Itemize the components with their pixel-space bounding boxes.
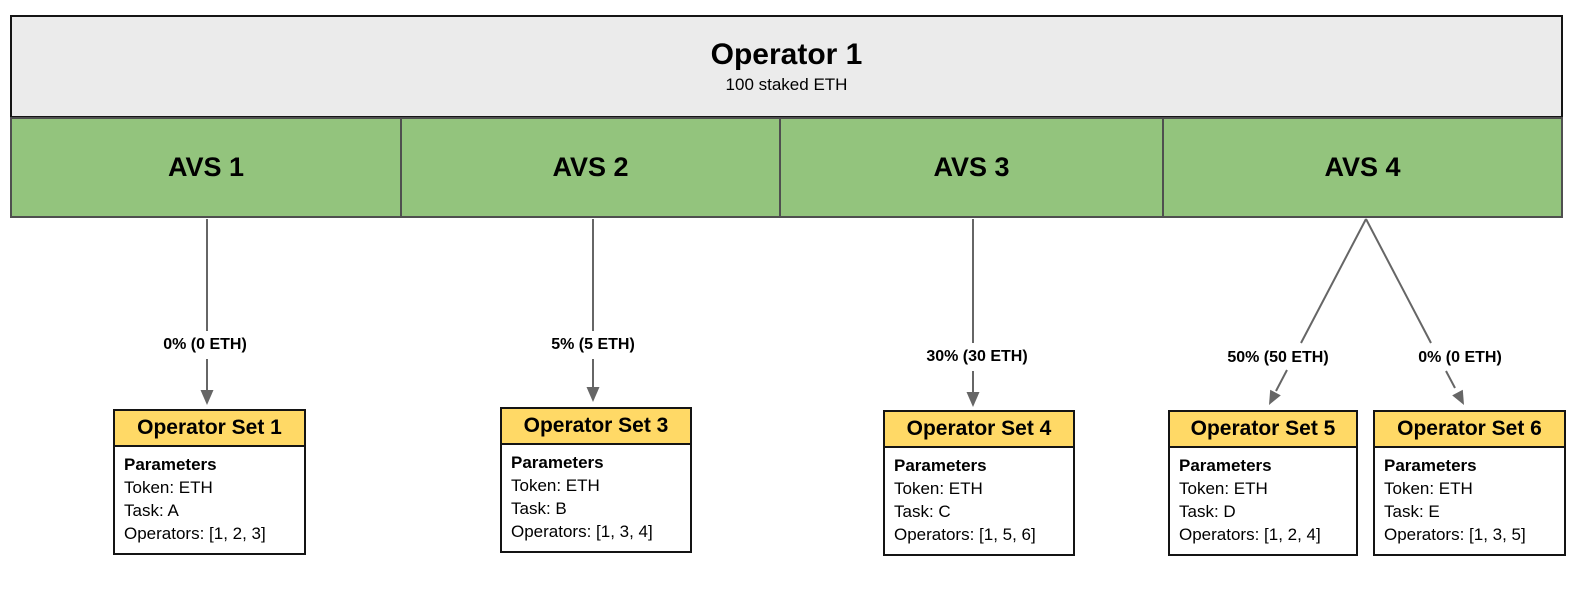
avs-cell-1: AVS 1 — [12, 119, 402, 216]
operator-title: Operator 1 — [710, 38, 863, 71]
param-operators: Operators: [1, 3, 5] — [1384, 525, 1526, 544]
allocation-label-avs2: 5% (5 ETH) — [548, 336, 638, 354]
operator-staked-eth: 100 staked ETH — [725, 75, 848, 94]
avs-cell-2: AVS 2 — [402, 119, 781, 216]
operator-set-box-1: Operator Set 1 Parameters Token: ETH Tas… — [113, 409, 306, 555]
allocation-label-avs3: 30% (30 ETH) — [923, 348, 1031, 366]
parameters-heading: Parameters — [124, 455, 217, 474]
param-token: Token: ETH — [124, 478, 213, 497]
param-operators: Operators: [1, 2, 3] — [124, 524, 266, 543]
parameters-heading: Parameters — [894, 456, 987, 475]
operator-set-body: Parameters Token: ETH Task: B Operators:… — [502, 445, 690, 551]
parameters-heading: Parameters — [1179, 456, 1272, 475]
operator-set-title: Operator Set 3 — [502, 409, 690, 445]
operator-set-body: Parameters Token: ETH Task: E Operators:… — [1375, 448, 1564, 554]
param-task: Task: D — [1179, 502, 1236, 521]
param-token: Token: ETH — [1179, 479, 1268, 498]
avs-cell-4: AVS 4 — [1164, 119, 1561, 216]
param-task: Task: C — [894, 502, 951, 521]
allocation-label-avs4-left: 50% (50 ETH) — [1224, 349, 1332, 367]
param-operators: Operators: [1, 2, 4] — [1179, 525, 1321, 544]
allocation-label-avs4-right: 0% (0 ETH) — [1415, 349, 1505, 367]
param-token: Token: ETH — [511, 476, 600, 495]
param-task: Task: A — [124, 501, 179, 520]
operator-set-box-6: Operator Set 6 Parameters Token: ETH Tas… — [1373, 410, 1566, 556]
allocation-label-avs1: 0% (0 ETH) — [160, 336, 250, 354]
avs-cell-3: AVS 3 — [781, 119, 1164, 216]
operator-set-body: Parameters Token: ETH Task: C Operators:… — [885, 448, 1073, 554]
operator-set-body: Parameters Token: ETH Task: D Operators:… — [1170, 448, 1356, 554]
avs-row: AVS 1 AVS 2 AVS 3 AVS 4 — [10, 117, 1563, 218]
param-task: Task: E — [1384, 502, 1440, 521]
parameters-heading: Parameters — [511, 453, 604, 472]
operator-set-box-5: Operator Set 5 Parameters Token: ETH Tas… — [1168, 410, 1358, 556]
operator-set-box-4: Operator Set 4 Parameters Token: ETH Tas… — [883, 410, 1075, 556]
parameters-heading: Parameters — [1384, 456, 1477, 475]
operator-set-title: Operator Set 1 — [115, 411, 304, 447]
param-operators: Operators: [1, 3, 4] — [511, 522, 653, 541]
param-token: Token: ETH — [894, 479, 983, 498]
param-token: Token: ETH — [1384, 479, 1473, 498]
operator-set-box-3: Operator Set 3 Parameters Token: ETH Tas… — [500, 407, 692, 553]
param-operators: Operators: [1, 5, 6] — [894, 525, 1036, 544]
param-task: Task: B — [511, 499, 567, 518]
operator-box: Operator 1 100 staked ETH — [10, 15, 1563, 118]
operator-set-body: Parameters Token: ETH Task: A Operators:… — [115, 447, 304, 553]
operator-set-title: Operator Set 6 — [1375, 412, 1564, 448]
operator-set-title: Operator Set 4 — [885, 412, 1073, 448]
operator-set-title: Operator Set 5 — [1170, 412, 1356, 448]
